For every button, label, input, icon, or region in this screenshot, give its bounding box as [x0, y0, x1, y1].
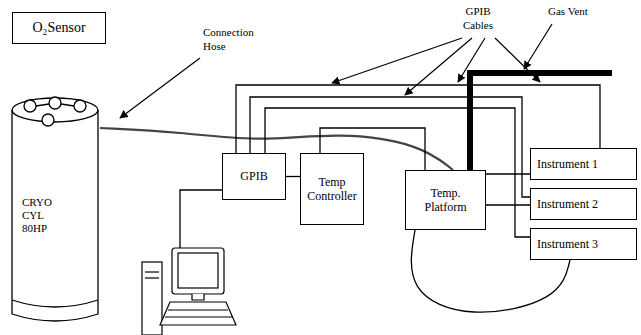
node-text: GPIB: [229, 169, 279, 183]
node-text: Temp Controller: [307, 175, 357, 204]
cable: [286, 176, 300, 177]
computer-cable: [180, 190, 222, 248]
node-text: CRYO CYL 80HP: [22, 196, 62, 236]
gas-cylinder: CRYO CYL 80HP: [10, 88, 100, 328]
callout-label: Connection Hose: [203, 26, 273, 54]
instrument-box: Instrument 1: [530, 148, 637, 180]
leader-lines: [120, 24, 552, 118]
cable: [265, 108, 530, 237]
callout-label: Gas Vent: [548, 5, 618, 19]
instrument-box: Instrument 3: [530, 228, 637, 260]
instrument-box: Instrument 2: [530, 188, 637, 220]
cable: [236, 85, 600, 153]
node-text: Instrument 2: [537, 197, 630, 211]
cable: [250, 97, 530, 197]
computer: [142, 248, 236, 335]
sensor-box: O₂Sensor: [12, 12, 106, 44]
node-text: Instrument 1: [537, 157, 630, 171]
node-text: Temp. Platform: [412, 186, 479, 215]
platform-box: Temp. Platform: [405, 170, 486, 230]
cable: [486, 173, 530, 174]
gpib-box: GPIB: [222, 153, 286, 200]
node-text: O₂Sensor: [19, 20, 99, 37]
cable: [486, 204, 530, 205]
node-text: Instrument 3: [537, 237, 630, 251]
controller-box: Temp Controller: [300, 153, 364, 225]
callout-label: GPIB Cables: [450, 5, 506, 33]
